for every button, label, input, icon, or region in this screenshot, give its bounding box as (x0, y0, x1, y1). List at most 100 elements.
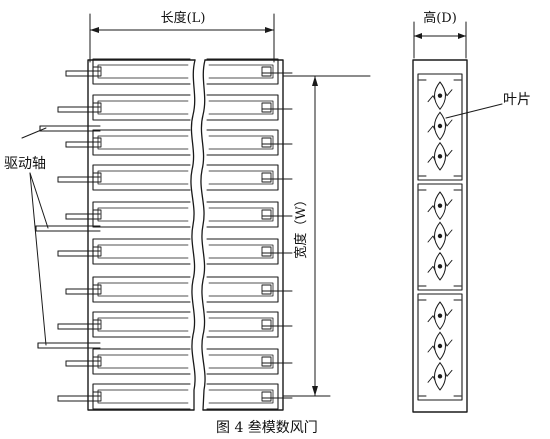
blade-inner (97, 389, 189, 404)
figure-caption: 图 4 叁模数风门 (216, 419, 318, 436)
blade-inner (97, 244, 189, 259)
blade-pivot (437, 123, 443, 129)
blade (92, 164, 191, 191)
rotation-arrow (444, 309, 453, 317)
blade-inner (97, 135, 189, 150)
blade-pivot (437, 313, 443, 318)
side-view: 高(D) 叶片 (412, 10, 531, 413)
rotation-arrow (444, 339, 453, 347)
blade-inner (208, 135, 274, 150)
blade (206, 58, 279, 85)
pivot-bracket (261, 102, 272, 113)
side-modules (417, 73, 463, 401)
blade-inner (208, 317, 274, 332)
rotation-arrow (427, 375, 436, 383)
blade-lens (434, 301, 446, 330)
blades-left (92, 58, 191, 410)
rotation-arrow (444, 199, 453, 207)
blade (92, 201, 191, 228)
rotation-arrow (444, 259, 453, 267)
blade-callout: 叶片 (445, 92, 531, 119)
blade-inner (97, 207, 189, 222)
blade (92, 58, 191, 85)
blade-lens (434, 81, 446, 110)
rotation-arrow (444, 369, 453, 377)
blade-pivot (437, 264, 443, 269)
blade-lens (434, 252, 446, 281)
module (417, 73, 463, 181)
rotation-arrow (427, 125, 436, 133)
height-dimension: 高(D) (413, 10, 467, 59)
blade-pivot (437, 343, 443, 349)
length-dimension: 长度(L) (89, 10, 275, 63)
module (417, 183, 463, 291)
blade-inner (208, 64, 274, 79)
blade-inner (97, 317, 189, 332)
pivot-bracket (261, 246, 272, 257)
blade-pivot (437, 154, 443, 159)
blade-inner (97, 64, 189, 79)
blade (92, 94, 191, 121)
blade-inner (208, 170, 274, 185)
side-frame (412, 59, 468, 413)
rotation-arrow (444, 229, 453, 237)
blade-pivot (437, 233, 443, 239)
pivot-bracket (261, 319, 272, 330)
blade (206, 164, 279, 191)
drive-shaft-callout: 驱动轴 (4, 127, 49, 346)
pivot-bracket (261, 209, 272, 220)
rotation-arrow (444, 89, 453, 97)
width-dimension: 宽度（W） (282, 75, 371, 397)
blade-lens (434, 111, 446, 141)
blade-lens (434, 362, 446, 391)
pivot-bracket (261, 172, 272, 183)
blade-inner (97, 170, 189, 185)
rotation-arrow (427, 95, 436, 103)
break-line-left (190, 59, 196, 411)
pivot-bracket (261, 391, 272, 402)
blade (206, 201, 279, 228)
blade (92, 238, 191, 265)
rotation-arrow (427, 345, 436, 353)
front-view: 长度(L) 驱动轴 宽度（W） (4, 10, 371, 411)
rotation-arrow (427, 155, 436, 163)
drive-shaft-label: 驱动轴 (4, 156, 46, 172)
blade (206, 348, 279, 375)
blade-inner (208, 207, 274, 222)
blade-inner (208, 389, 274, 404)
blade-inner (97, 354, 189, 369)
blade-lens (434, 221, 446, 251)
blade (206, 94, 279, 121)
pivot-bracket (261, 137, 272, 148)
blade-inner (208, 244, 274, 259)
blades-right (206, 58, 279, 410)
rotation-arrow (427, 235, 436, 243)
frame-right-half (202, 59, 284, 411)
pivot-bracket (261, 356, 272, 367)
rotation-arrow (427, 205, 436, 213)
blade-label: 叶片 (503, 92, 531, 108)
blade (92, 311, 191, 338)
shafts (35, 70, 293, 402)
blade-inner (97, 282, 189, 297)
blade-pivot (437, 374, 443, 379)
width-label: 宽度（W） (293, 193, 309, 258)
blade-inner (208, 354, 274, 369)
rotation-arrow (444, 149, 453, 157)
height-label: 高(D) (423, 10, 457, 26)
length-label: 长度(L) (161, 10, 206, 26)
blade (206, 311, 279, 338)
blade (92, 276, 191, 303)
blade (206, 276, 279, 303)
blade (92, 129, 191, 156)
blade-lens (434, 191, 446, 220)
rotation-arrow (427, 315, 436, 323)
break-line-right (200, 59, 206, 411)
frame-left-half (87, 59, 196, 411)
blade-pivot (437, 93, 443, 98)
blade (206, 383, 279, 410)
blade-pivot (437, 203, 443, 208)
blade-lens (434, 142, 446, 171)
blade (206, 238, 279, 265)
